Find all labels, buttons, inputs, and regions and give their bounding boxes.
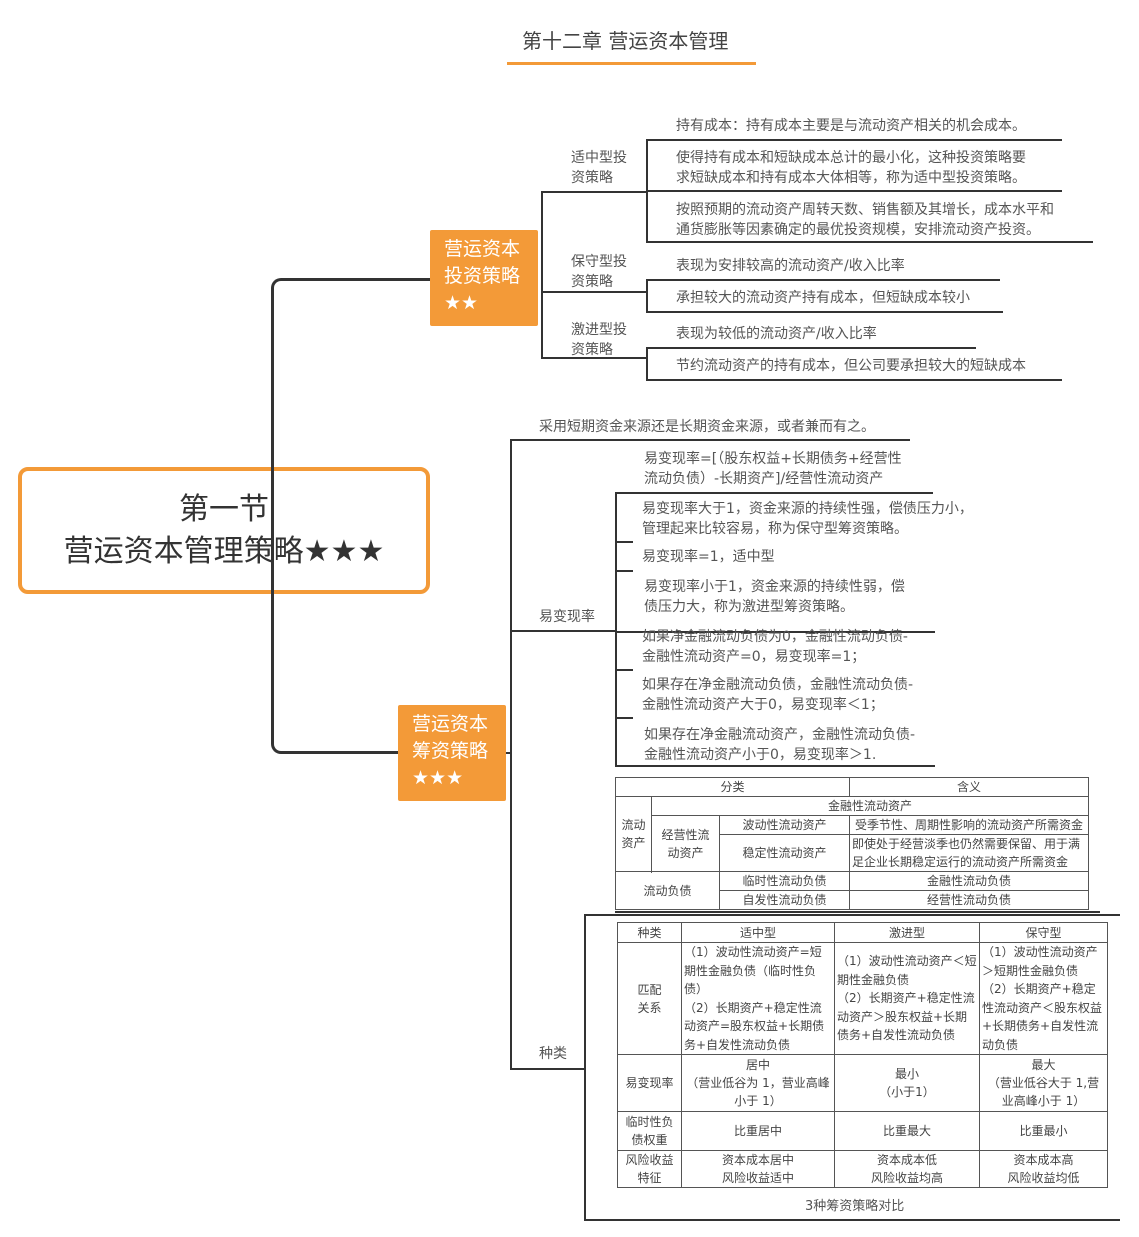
connector [646, 280, 648, 312]
table-cell: 金融性流动负债 [849, 871, 1089, 891]
table-header: 种类 [617, 922, 682, 943]
connector [271, 278, 432, 754]
page-title: 第十二章 营运资本管理 [522, 29, 729, 53]
connector [646, 379, 1062, 381]
connector [541, 291, 647, 293]
connector [510, 630, 616, 632]
invest-strategy-node[interactable]: 营运资本 投资策略 ★★ [430, 230, 538, 326]
connector [646, 347, 976, 349]
types-label: 种类 [539, 1046, 567, 1062]
table-cell: 经营性流 动资产 [651, 815, 720, 872]
table-header: 适中型 [681, 922, 835, 943]
finance-intro: 采用短期资金来源还是长期资金来源，或者兼而有之。 [539, 419, 875, 435]
root-node[interactable]: 第一节 营运资本管理策略★★★ [18, 467, 430, 594]
connector [510, 439, 910, 441]
aggressive-item: 表现为较低的流动资产/收入比率 [676, 326, 877, 342]
table-cell: 流动负债 [615, 871, 720, 910]
table-cell: 比重居中 [681, 1111, 835, 1151]
root-line2: 营运资本管理策略★★★ [63, 534, 385, 569]
moderate-invest-label: 适中型投 资策略 [571, 150, 627, 186]
table-cell: 比重最小 [979, 1111, 1108, 1151]
connector [615, 631, 935, 633]
ratio-label: 易变现率 [539, 609, 595, 625]
table-cell: 稳定性流动资产 [719, 834, 850, 872]
finance-strategy-node[interactable]: 营运资本 筹资策略 ★★★ [398, 705, 506, 801]
conservative-item: 承担较大的流动资产持有成本，但短缺成本较小 [676, 290, 970, 306]
table-cell: 经营性流动负债 [849, 890, 1089, 910]
connector [646, 139, 1062, 141]
conservative-invest-label: 保守型投 资策略 [571, 254, 627, 290]
ratio-item: 易变现率大于1，资金来源的持续性强，偿债压力小， 管理起来比较容易，称为保守型筹… [642, 501, 973, 537]
table-header: 激进型 [834, 922, 980, 943]
table-header: 含义 [849, 777, 1089, 797]
table-cell: 流动 资产 [615, 796, 652, 872]
connector [510, 1068, 586, 1070]
table-cell: 风险收益 特征 [617, 1150, 682, 1188]
table-cell: 匹配 关系 [617, 942, 682, 1055]
ratio-item: 如果存在净金融流动负债，金融性流动负债- 金融性流动资产大于0，易变现率＜1； [642, 677, 914, 713]
table-cell: （1）波动性流动资产=短期性金融负债（临时性负债） （2）长期资产+稳定性流动资… [681, 942, 835, 1055]
financing-strategy-table: 种类 适中型 激进型 保守型 匹配 关系 （1）波动性流动资产=短期性金融负债（… [617, 922, 1108, 1188]
moderate-item: 持有成本：持有成本主要是与流动资产相关的机会成本。 [676, 118, 1026, 134]
aggressive-item: 节约流动资产的持有成本，但公司要承担较大的短缺成本 [676, 358, 1026, 374]
table-cell: 临时性负 债权重 [617, 1111, 682, 1151]
connector [506, 752, 512, 754]
table-cell: 临时性流动负债 [719, 871, 850, 891]
connector [615, 765, 935, 767]
connector [646, 279, 1000, 281]
connector [646, 348, 648, 380]
connector [584, 914, 1120, 916]
connector [541, 357, 647, 359]
table-cell: （1）波动性流动资产＞短期性金融负债 （2）长期资产+稳定性流动资产＜股东权益+… [979, 942, 1108, 1055]
table-cell: 受季节性、周期性影响的流动资产所需资金 [849, 815, 1089, 835]
conservative-item: 表现为安排较高的流动资产/收入比率 [676, 258, 905, 274]
aggressive-invest-label: 激进型投 资策略 [571, 322, 627, 358]
table-cell: 居中 （营业低谷为 1，营业高峰小于 1） [681, 1054, 835, 1112]
connector [510, 440, 512, 1070]
table-caption: 3种筹资策略对比 [805, 1199, 905, 1214]
table-header: 分类 [615, 777, 850, 797]
connector [584, 1219, 1120, 1221]
connector [615, 911, 1100, 913]
table-header: 保守型 [979, 922, 1108, 943]
moderate-item: 使得持有成本和短缺成本总计的最小化，这种投资策略要 求短缺成本和持有成本大体相等… [676, 150, 1026, 186]
moderate-item: 按照预期的流动资产周转天数、销售额及其增长，成本水平和 通货膨胀等因素确定的最优… [676, 202, 1054, 238]
ratio-item: 如果存在净金融流动资产，金融性流动负债- 金融性流动资产小于0，易变现率＞1. [644, 727, 916, 763]
table-cell: 即使处于经营淡季也仍然需要保留、用于满 足企业长期稳定运行的流动资产所需资金 [849, 834, 1089, 872]
current-assets-table: 分类含义 流动 资产金融性流动资产 经营性流 动资产波动性流动资产受季节性、周期… [615, 777, 1089, 910]
connector [615, 492, 933, 494]
connector [646, 311, 1003, 313]
root-line1: 第一节 [179, 492, 269, 527]
table-cell: 易变现率 [617, 1054, 682, 1112]
connector [615, 541, 633, 543]
connector-mask [274, 281, 434, 751]
connector [541, 191, 647, 193]
connector [541, 192, 543, 359]
connector [584, 915, 586, 1221]
connector [646, 190, 1062, 192]
table-cell: 金融性流动资产 [651, 796, 1089, 816]
ratio-item: 如果净金融流动负债为0，金融性流动负债- 金融性流动资产=0，易变现率=1； [642, 629, 908, 665]
table-cell: 比重最大 [834, 1111, 980, 1151]
table-cell: 资本成本居中 风险收益适中 [681, 1150, 835, 1188]
table-cell: 最小 （小于1） [834, 1054, 980, 1112]
ratio-item: 易变现率=1，适中型 [642, 549, 775, 565]
connector [615, 669, 633, 671]
title-underline [507, 62, 756, 65]
ratio-formula: 易变现率=[（股东权益+长期债务+经营性 流动负债）-长期资产]/经营性流动资产 [644, 451, 902, 487]
table-cell: 自发性流动负债 [719, 890, 850, 910]
connector [615, 492, 617, 766]
connector [615, 717, 633, 719]
connector [615, 570, 633, 572]
table-cell: 资本成本高 风险收益均低 [979, 1150, 1108, 1188]
ratio-item: 易变现率小于1，资金来源的持续性弱，偿 债压力大，称为激进型筹资策略。 [644, 579, 905, 615]
table-cell: 波动性流动资产 [719, 815, 850, 835]
table-cell: 资本成本低 风险收益均高 [834, 1150, 980, 1188]
table-cell: 最大 （营业低谷大于 1,营业高峰小于 1） [979, 1054, 1108, 1112]
table-cell: （1）波动性流动资产＜短期性金融负债 （2）长期资产+稳定性流动资产＞股东权益+… [834, 942, 980, 1055]
connector [646, 241, 1093, 243]
